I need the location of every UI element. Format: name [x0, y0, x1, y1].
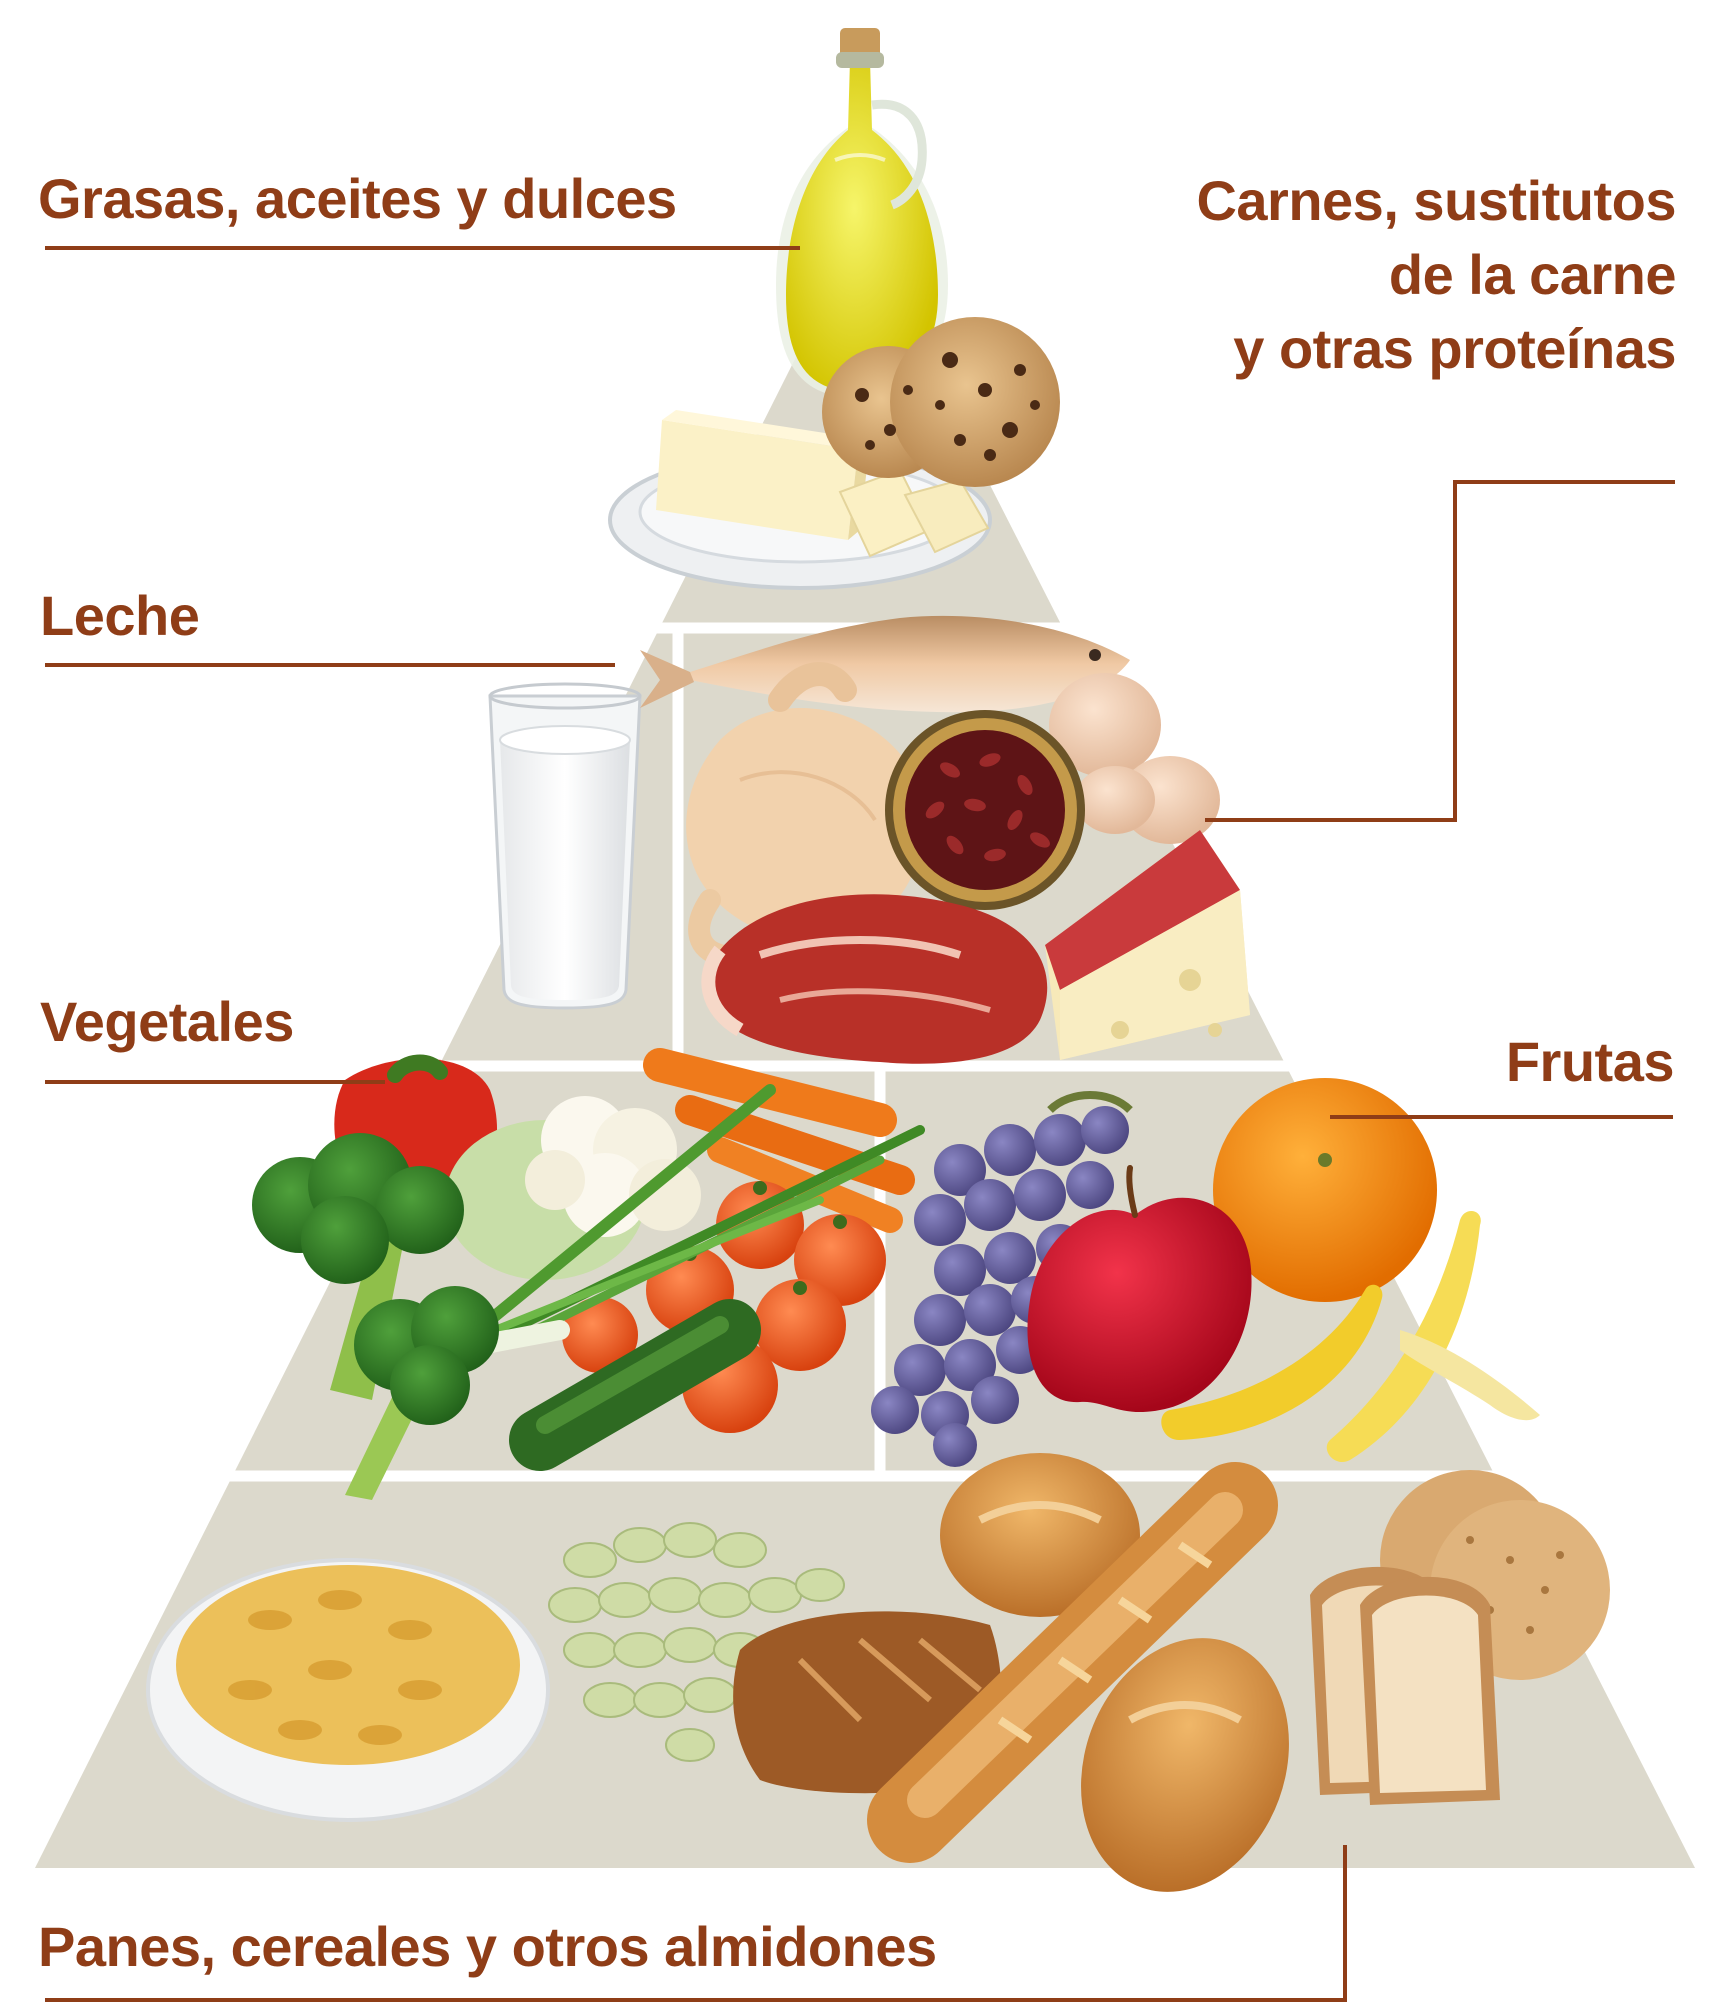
milk-label: Leche: [40, 579, 199, 653]
sliced-bread-icon: [1310, 1567, 1500, 1805]
milk-glass-icon: [490, 684, 640, 1008]
meats-label: Carnes, sustitutos de la carne y otras p…: [1196, 164, 1676, 386]
beans-bowl-icon: [885, 710, 1085, 910]
grains-label: Panes, cereales y otros almidones: [38, 1910, 937, 1984]
meats-label-line-1: Carnes, sustitutos: [1196, 164, 1676, 238]
steak-icon: [708, 894, 1048, 1064]
meats-leader-line: [1205, 482, 1675, 820]
fats-label: Grasas, aceites y dulces: [38, 162, 677, 236]
meats-label-line-3: y otras proteínas: [1196, 312, 1676, 386]
meats-label-line-2: de la carne: [1196, 238, 1676, 312]
vegetables-label: Vegetales: [40, 985, 294, 1059]
cereal-bowl-icon: [148, 1560, 548, 1820]
fruits-label: Frutas: [1506, 1025, 1674, 1099]
